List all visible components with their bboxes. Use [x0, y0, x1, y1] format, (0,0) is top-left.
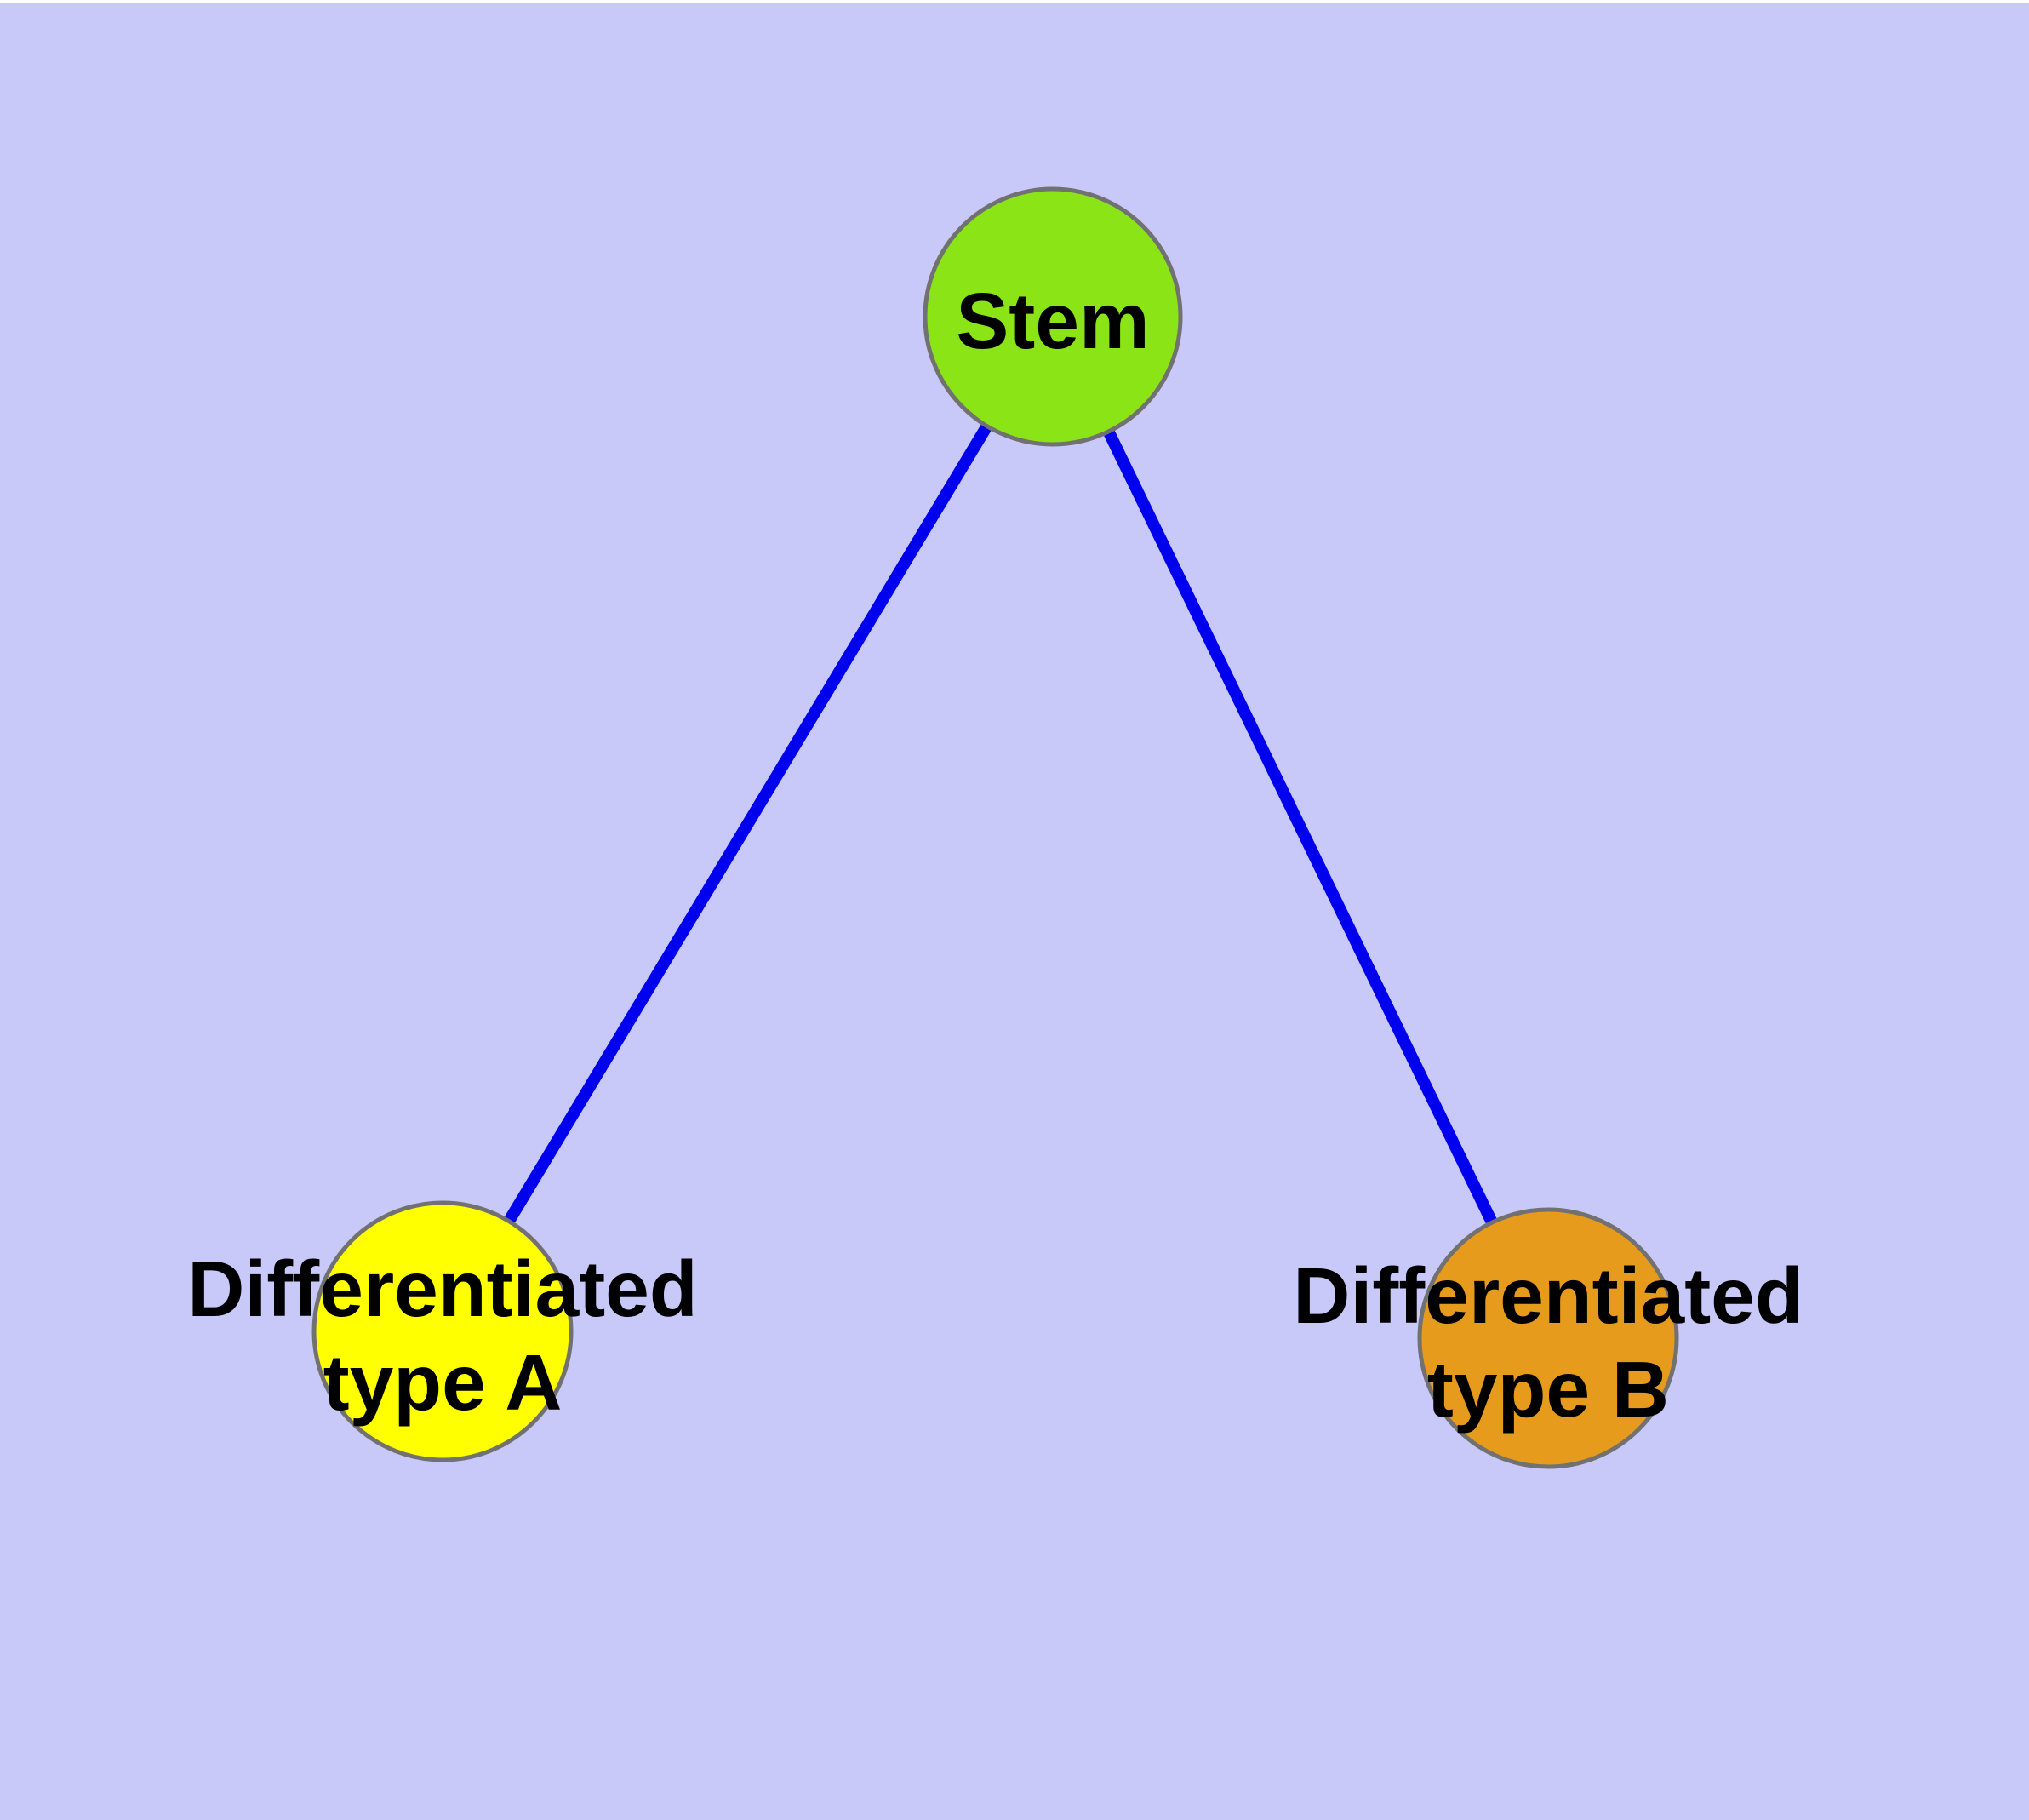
node-label-type-b-line-1: Differentiated [1293, 1251, 1803, 1340]
node-label-type-b-line-2: type B [1427, 1345, 1669, 1434]
node-label-type-a-line-2: type A [323, 1338, 563, 1427]
edge-stem-to-type-a [437, 313, 1058, 1335]
node-circle-type-b [1417, 1207, 1679, 1469]
node-label-type-a-line-1: Differentiated [187, 1245, 697, 1333]
top-margin-strip [0, 0, 2029, 3]
edges-layer [437, 313, 1554, 1342]
node-stem: Stem [923, 186, 1183, 447]
edge-stem-to-type-b [1047, 313, 1554, 1342]
node-circle-stem [923, 186, 1183, 447]
node-circle-type-a [311, 1200, 574, 1462]
node-label-stem-line-1: Stem [956, 277, 1149, 365]
